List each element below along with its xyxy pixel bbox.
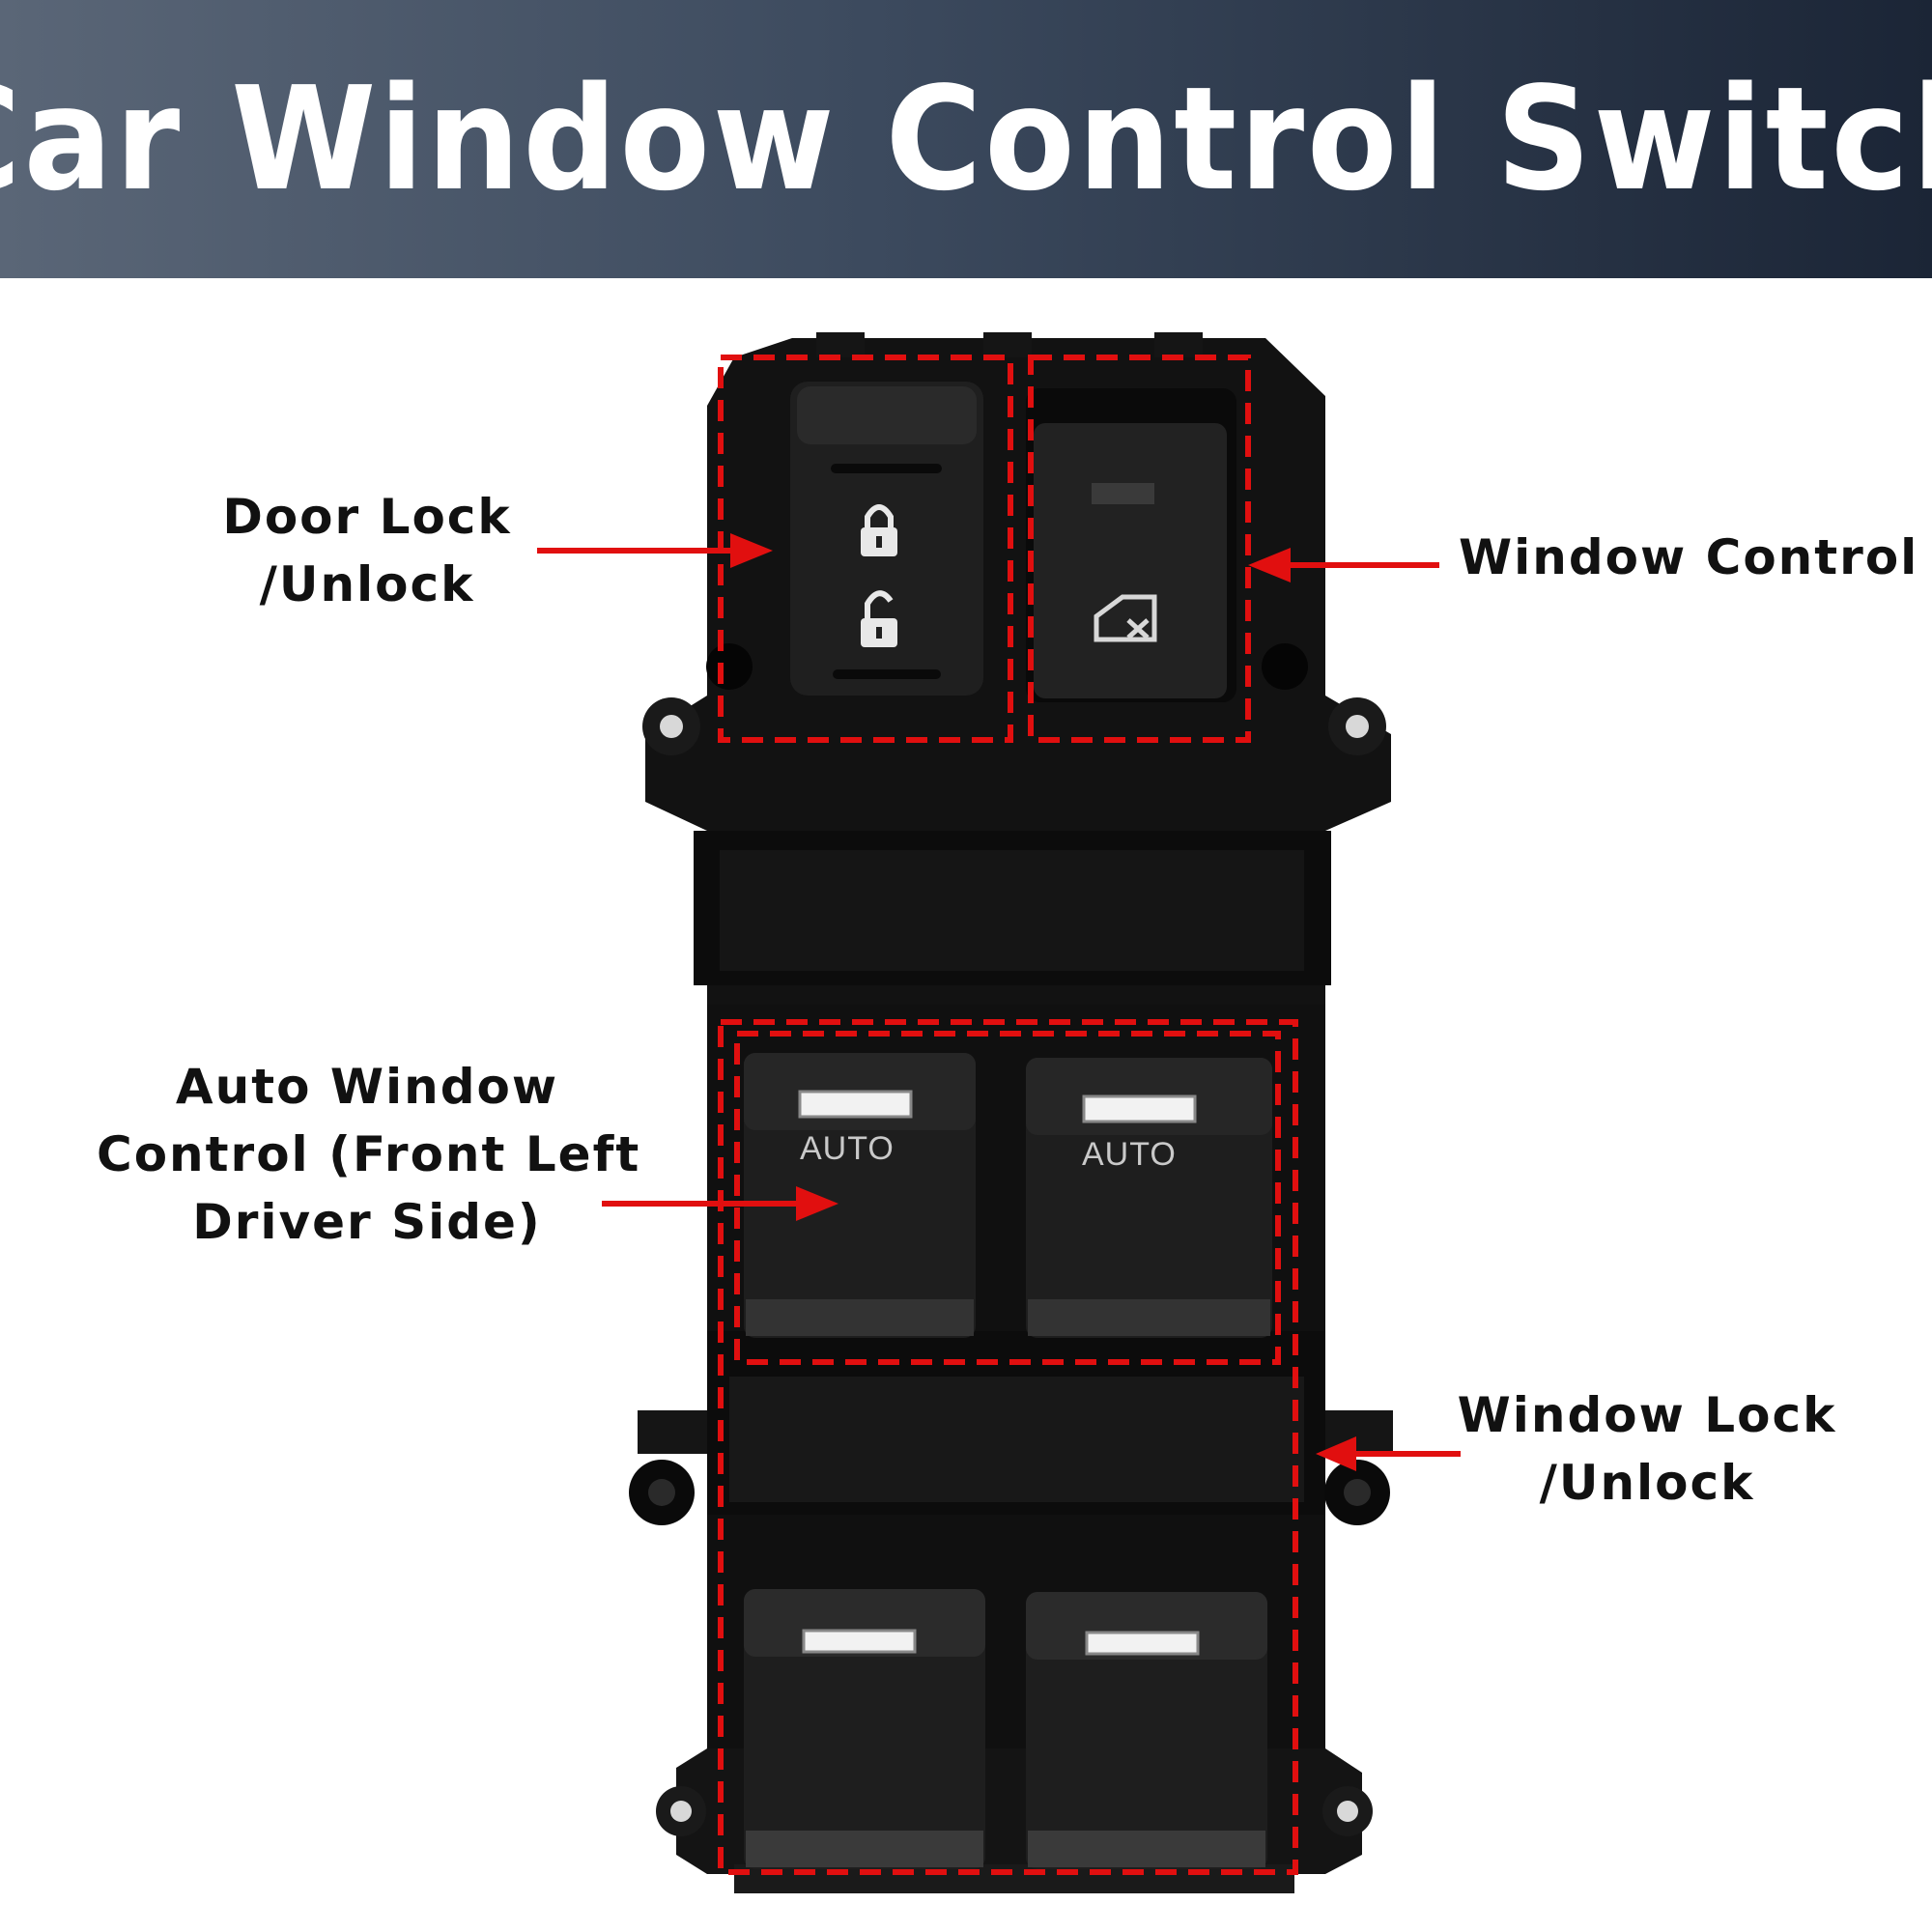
arrow-window-control — [1248, 548, 1439, 582]
label-door-lock-line-2: /Unlock — [259, 556, 475, 612]
auto-label-left: AUTO — [800, 1130, 895, 1167]
window-control-button[interactable] — [1026, 388, 1236, 702]
auto-label-right: AUTO — [1082, 1136, 1177, 1173]
title-banner: Car Window Control Switch — [0, 0, 1932, 278]
label-window-lock-line-2: /Unlock — [1539, 1455, 1755, 1511]
label-window-control: Window Control — [1459, 524, 1919, 591]
label-window-lock: Window Lock /Unlock — [1454, 1381, 1840, 1517]
rear-window-button-right[interactable] — [1026, 1592, 1267, 1869]
unlock-icon — [861, 590, 897, 647]
label-auto-window-line-3: Driver Side) — [192, 1194, 542, 1250]
lock-icon — [861, 504, 897, 556]
arrow-window-lock — [1316, 1436, 1461, 1471]
window-lock-icon — [1094, 594, 1157, 642]
label-door-lock-line-1: Door Lock — [222, 489, 512, 545]
auto-window-button-left[interactable] — [744, 1053, 976, 1338]
label-auto-window: Auto Window Control (Front Left Driver S… — [97, 1053, 641, 1256]
arrow-auto-window — [602, 1186, 838, 1221]
label-auto-window-line-2: Control (Front Left — [97, 1126, 641, 1182]
arrow-door-lock — [537, 533, 773, 568]
auto-window-highlight — [734, 1031, 1281, 1365]
arrows — [537, 533, 1461, 1471]
mounting-ears — [629, 643, 1393, 1836]
label-window-control-line-1: Window Control — [1459, 529, 1919, 585]
auto-window-button-right[interactable] — [1026, 1058, 1272, 1338]
window-control-highlight — [1028, 355, 1251, 743]
window-lock-highlight — [718, 1019, 1298, 1875]
page-title: Car Window Control Switch — [0, 56, 1932, 222]
rear-window-button-left[interactable] — [744, 1589, 985, 1869]
label-door-lock: Door Lock /Unlock — [198, 483, 536, 618]
label-window-lock-line-1: Window Lock — [1457, 1387, 1837, 1443]
label-auto-window-line-1: Auto Window — [175, 1059, 559, 1115]
